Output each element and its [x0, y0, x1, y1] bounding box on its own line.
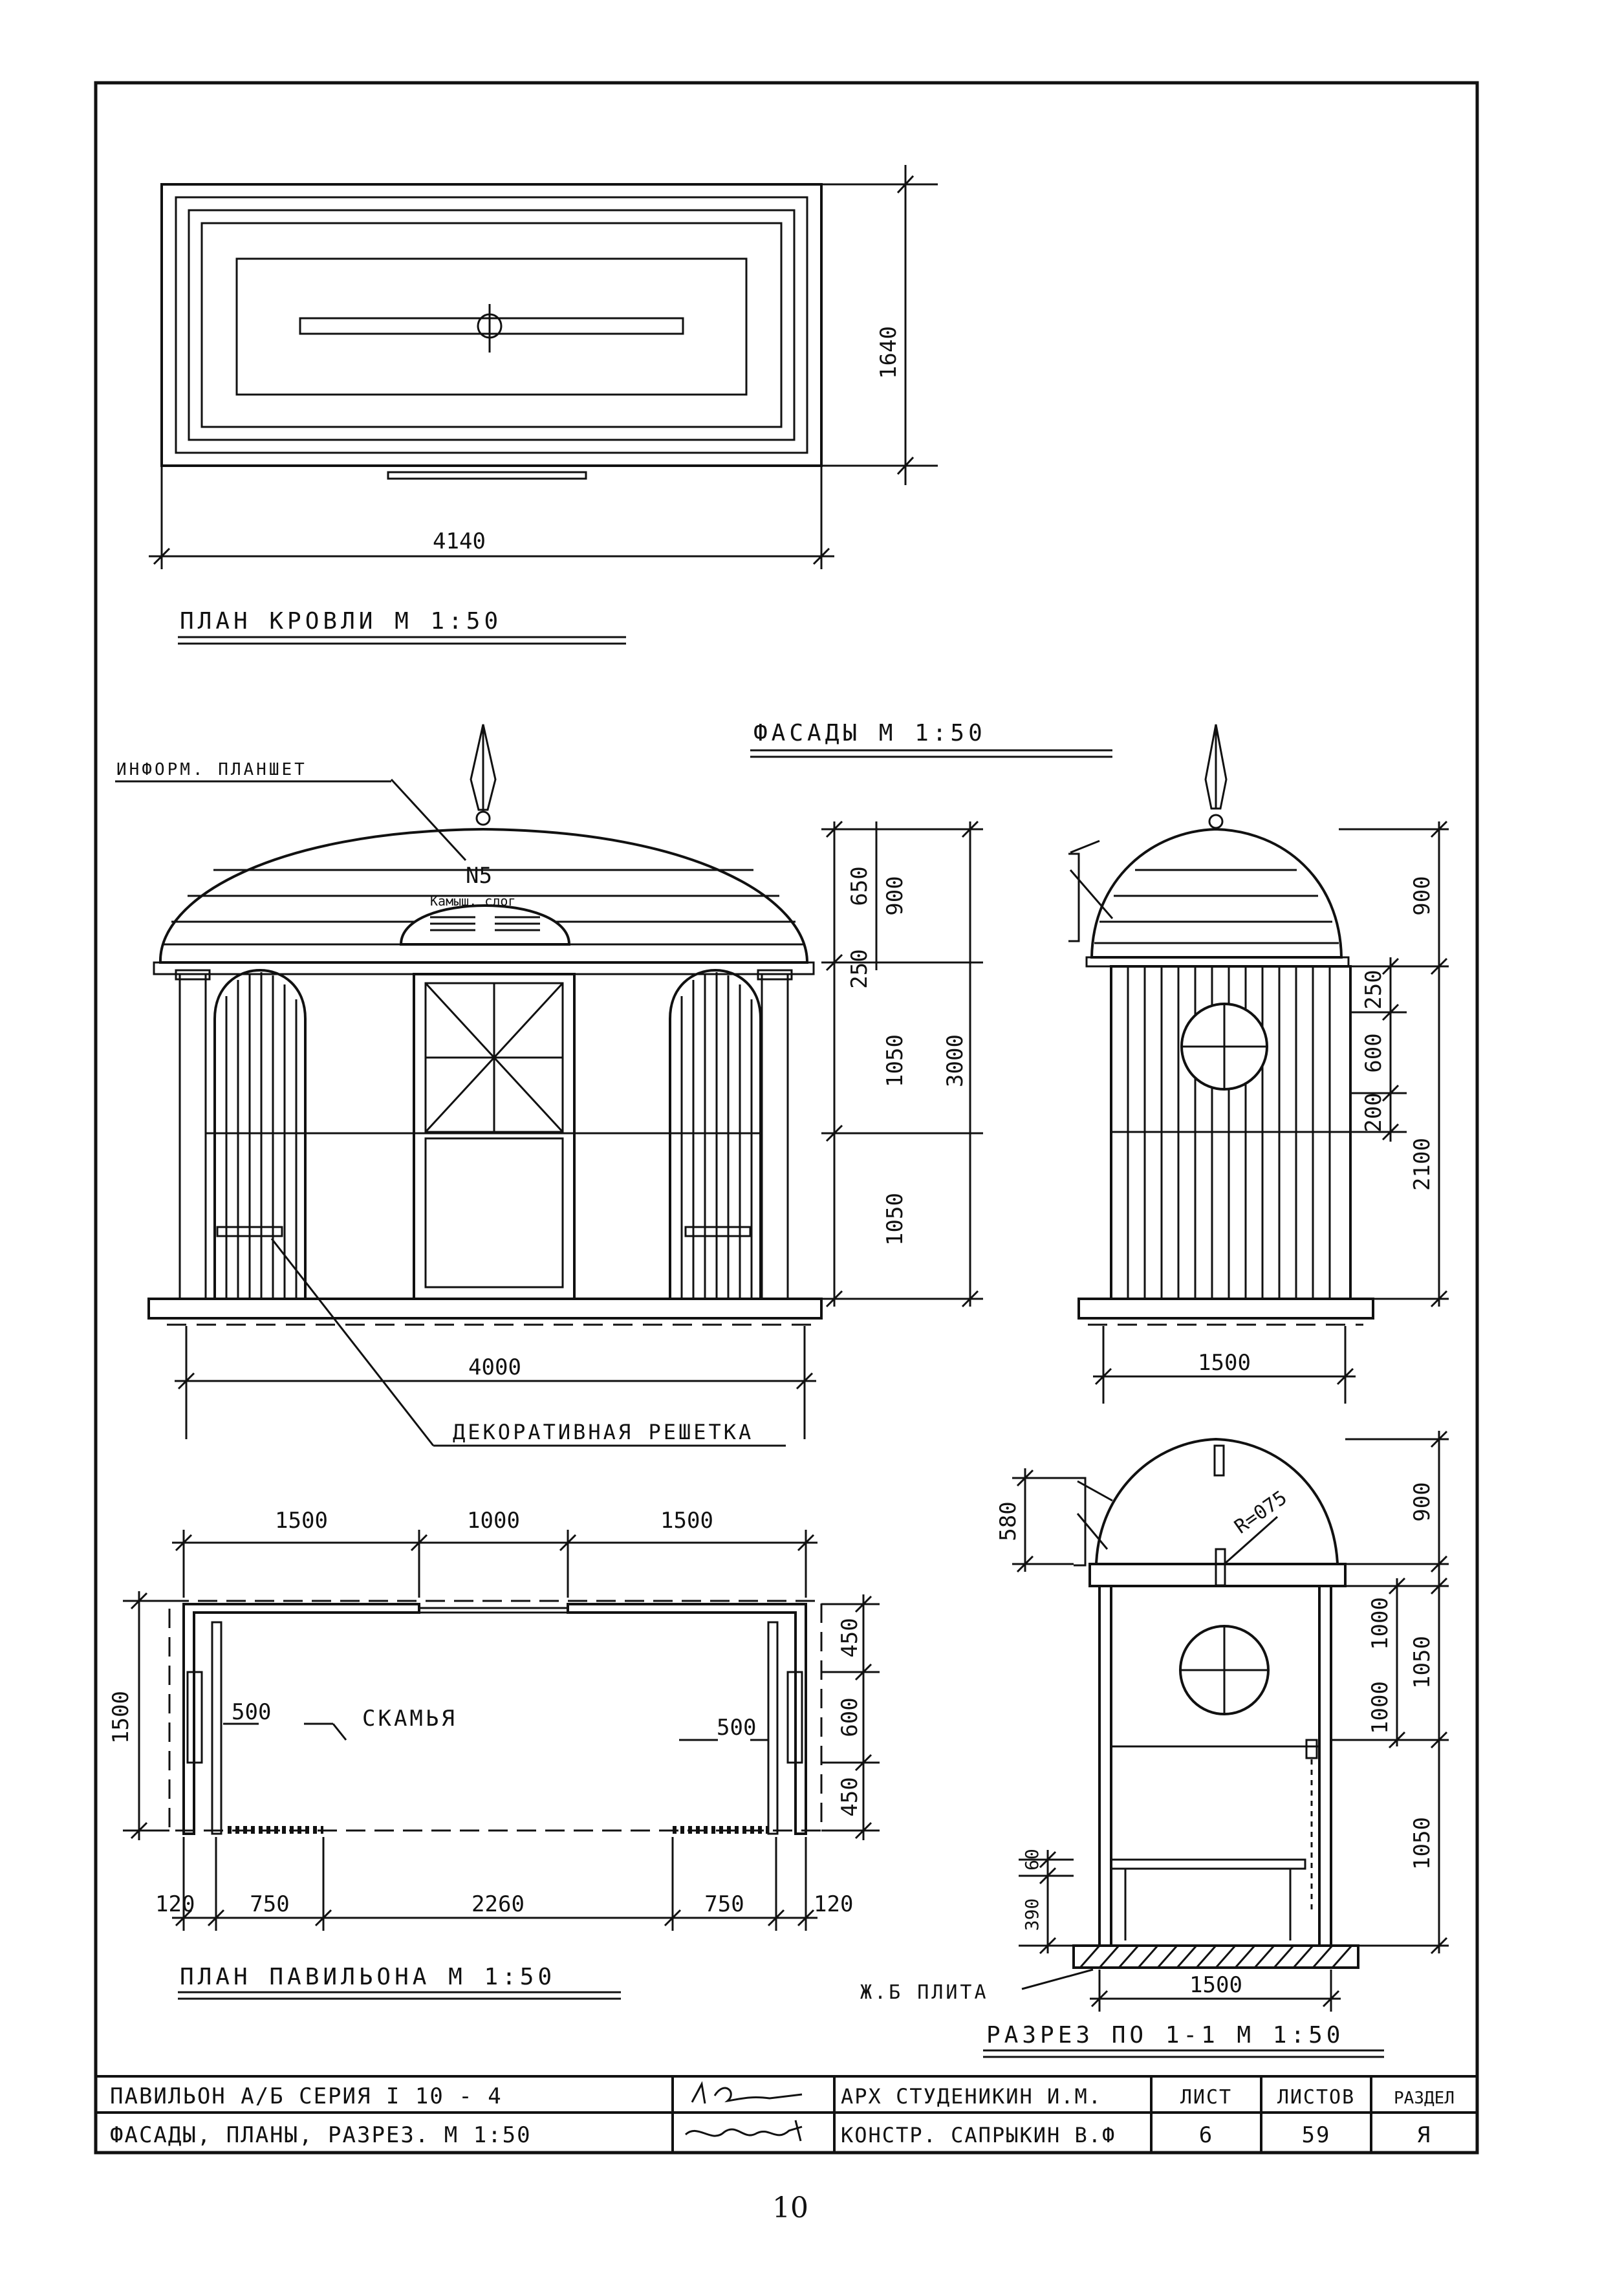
- board-number: N5: [466, 863, 492, 889]
- title-block-sheets-header: ЛИСТОВ: [1277, 2086, 1355, 2109]
- title-block-sheet-header: ЛИСТ: [1180, 2086, 1232, 2109]
- title-block-architect: АРХ СТУДЕНИКИН И.М.: [841, 2084, 1102, 2109]
- plan-bottom-dim-2: 750: [250, 1891, 289, 1917]
- section-1-1: [983, 1430, 1449, 2058]
- title-block: [96, 2075, 1477, 2153]
- title-block-section-header: РАЗДЕЛ: [1394, 2089, 1455, 2108]
- front-dim-250: 250: [847, 949, 872, 988]
- title-block-constructor: КОНСТР. САПРЫКИН В.Ф: [841, 2123, 1116, 2147]
- plan-bottom-dim-1: 120: [155, 1891, 195, 1917]
- roof-plan: [149, 165, 938, 645]
- slab-label: Ж.Б ПЛИТА: [860, 1981, 989, 2004]
- plan-top-dim-2: 1000: [467, 1508, 520, 1534]
- side-width-dim: 1500: [1198, 1350, 1251, 1376]
- title-block-sheet-value: 6: [1199, 2122, 1213, 2148]
- front-width-dim: 4000: [468, 1354, 521, 1380]
- plan-bench-dim-right: 500: [717, 1715, 756, 1741]
- front-dim-1050-top: 1050: [882, 1034, 908, 1087]
- section-dim-900: 900: [1409, 1482, 1435, 1521]
- plan-top-dim-3: 1500: [660, 1508, 713, 1534]
- section-dim-60: 60: [1021, 1849, 1043, 1871]
- title-block-name: ПАВИЛЬОН А/Б СЕРИЯ I 10 - 4: [110, 2083, 503, 2109]
- side-dim-250: 250: [1361, 970, 1387, 1009]
- grille-label: ДЕКОРАТИВНАЯ РЕШЕТКА: [453, 1420, 753, 1444]
- roof-plan-title: ПЛАН КРОВЛИ М 1:50: [180, 608, 502, 635]
- plan-right-dim-2: 600: [837, 1697, 863, 1737]
- info-board-label: ИНФОРМ. ПЛАНШЕТ: [116, 760, 307, 779]
- plan-bench-dim-left: 500: [232, 1699, 271, 1725]
- plan-right-dim-1: 450: [837, 1618, 863, 1657]
- signature-constructor: [684, 2120, 803, 2142]
- section-dim-580: 580: [995, 1501, 1021, 1541]
- signature-architect: [691, 2081, 803, 2104]
- title-block-section-value: Я: [1417, 2122, 1431, 2148]
- page-number: 10: [772, 2191, 808, 2224]
- board-place: Камыш. слог: [430, 893, 515, 909]
- title-block-sheets-value: 59: [1302, 2122, 1331, 2148]
- section-dim-1000-outer: 1000: [1367, 1681, 1393, 1734]
- front-facade: [115, 724, 983, 1447]
- roof-depth-dim: 1640: [876, 326, 902, 379]
- sheet-frame: [94, 81, 1479, 2155]
- plan-right-dim-3: 450: [837, 1777, 863, 1816]
- front-dim-3000: 3000: [942, 1034, 968, 1087]
- plan-bottom-dim-3: 2260: [471, 1891, 525, 1917]
- plan-bottom-dim-5: 120: [814, 1891, 853, 1917]
- side-dim-200: 200: [1361, 1092, 1387, 1132]
- facades-title: ФАСАДЫ М 1:50: [753, 720, 986, 746]
- front-dim-1050-bottom: 1050: [882, 1193, 908, 1246]
- title-block-subtitle: ФАСАДЫ, ПЛАНЫ, РАЗРЕЗ. М 1:50: [110, 2122, 532, 2148]
- section-dim-1000-inner: 1000: [1367, 1597, 1393, 1650]
- roof-width-dim: 4140: [433, 528, 486, 554]
- side-dim-900: 900: [1409, 876, 1435, 915]
- plan-bottom-dim-4: 750: [704, 1891, 744, 1917]
- plan-title: ПЛАН ПАВИЛЬОНА М 1:50: [180, 1964, 556, 1990]
- section-dim-1050-inner: 1050: [1409, 1636, 1435, 1689]
- facades-title-underline: [750, 749, 1112, 758]
- front-dim-650: 650: [847, 866, 872, 906]
- section-dim-1050: 1050: [1409, 1817, 1435, 1870]
- side-facade: [1068, 724, 1449, 1404]
- side-dim-600: 600: [1361, 1033, 1387, 1072]
- section-title: РАЗРЕЗ ПО 1-1 М 1:50: [986, 2022, 1344, 2048]
- plan-depth-dim: 1500: [108, 1691, 134, 1744]
- pavilion-plan: [123, 1530, 880, 2000]
- front-dim-900: 900: [882, 876, 908, 915]
- plan-top-dim-1: 1500: [275, 1508, 328, 1534]
- section-dim-390: 390: [1021, 1898, 1043, 1931]
- bench-label: СКАМЬЯ: [362, 1706, 457, 1732]
- side-dim-2100: 2100: [1409, 1138, 1435, 1191]
- section-width-dim: 1500: [1189, 1972, 1242, 1998]
